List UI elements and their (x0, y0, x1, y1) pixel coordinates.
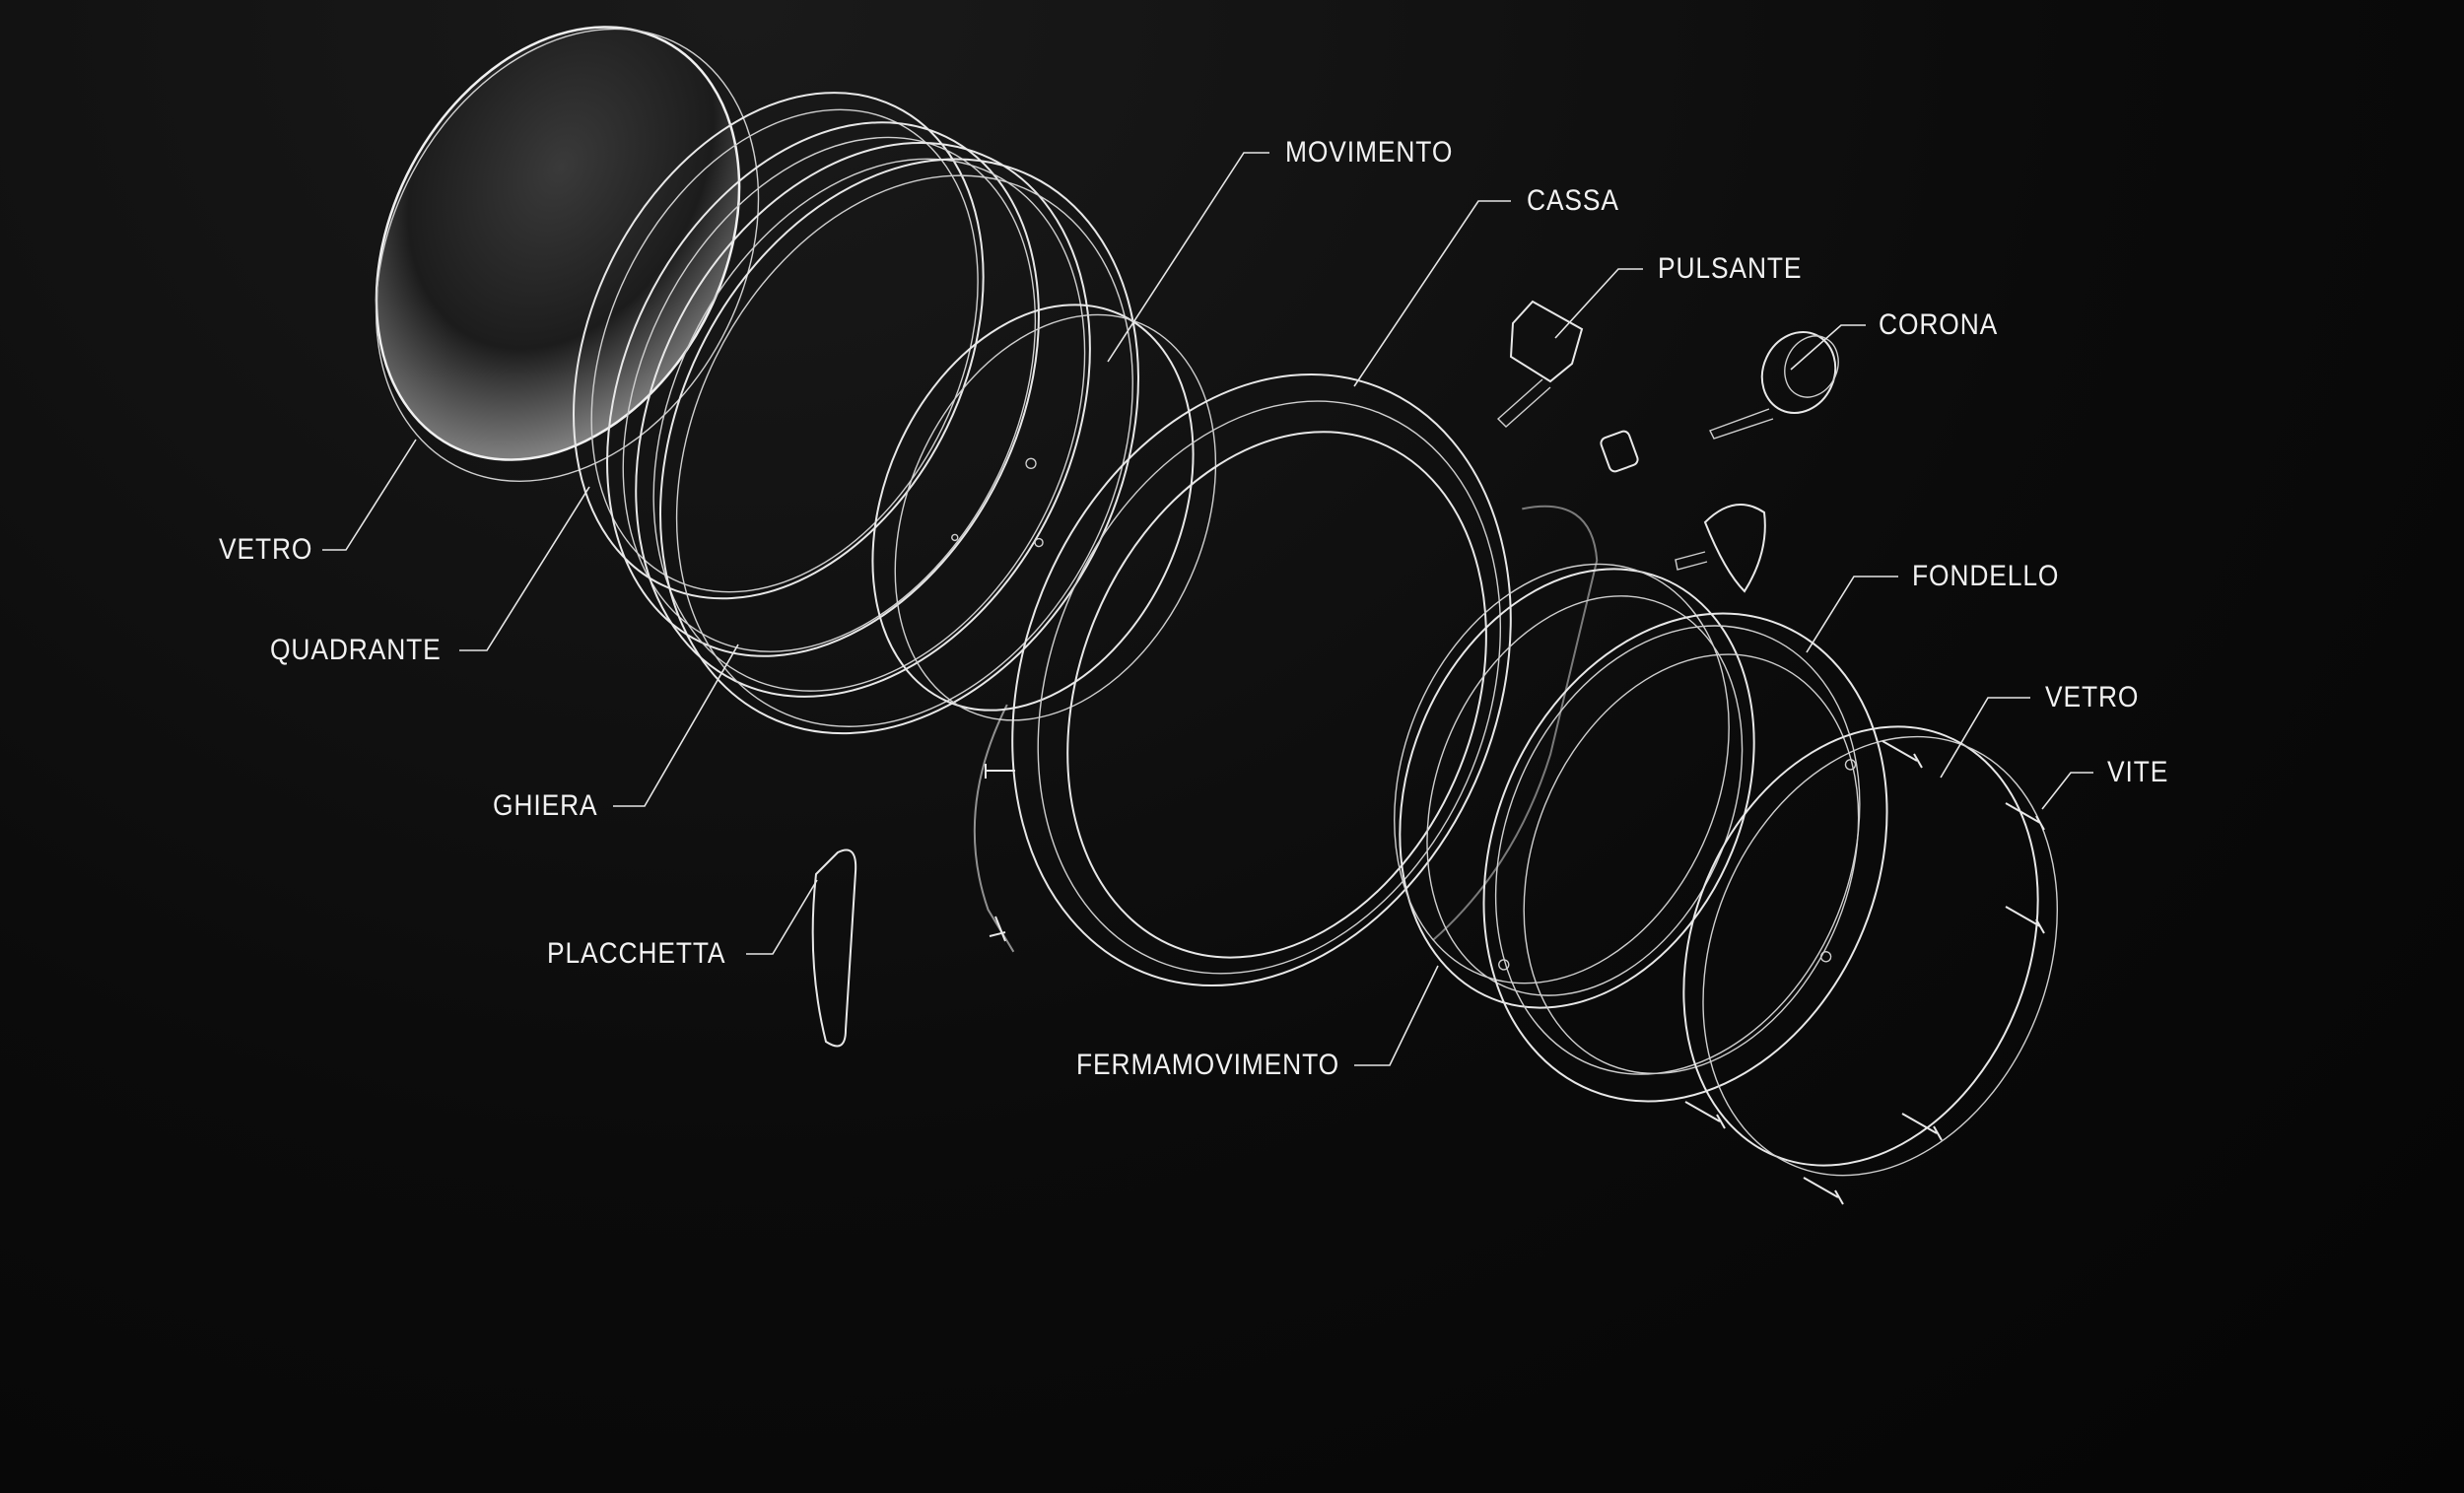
label-vite: VITE (2107, 756, 2169, 788)
movement-part (871, 304, 1217, 721)
label-ghiera: GHIERA (493, 789, 598, 822)
case-part (973, 373, 1599, 987)
label-placchetta: PLACCHETTA (547, 937, 726, 970)
caseback-part (1482, 612, 1888, 1103)
label-pulsante: PULSANTE (1658, 252, 1803, 285)
front-crystal-part (375, 26, 760, 483)
pushbutton-part (1496, 300, 1639, 473)
label-cassa: CASSA (1527, 184, 1619, 217)
label-fermamovimento: FERMAMOVIMENTO (1076, 1049, 1340, 1081)
crown-part (1675, 331, 1839, 593)
movement-holder-ring (1394, 563, 1755, 1009)
label-quadrante: QUADRANTE (270, 634, 442, 666)
label-vetro-front: VETRO (219, 533, 313, 566)
label-vetro-back: VETRO (2045, 681, 2140, 713)
screws (985, 740, 2045, 1205)
lug-plate-part (811, 848, 857, 1048)
label-fondello: FONDELLO (1912, 560, 2060, 592)
leader-lines (322, 152, 2093, 1066)
label-movimento: MOVIMENTO (1285, 136, 1454, 169)
back-crystal-part (1682, 725, 2058, 1177)
label-corona: CORONA (1879, 308, 1999, 341)
